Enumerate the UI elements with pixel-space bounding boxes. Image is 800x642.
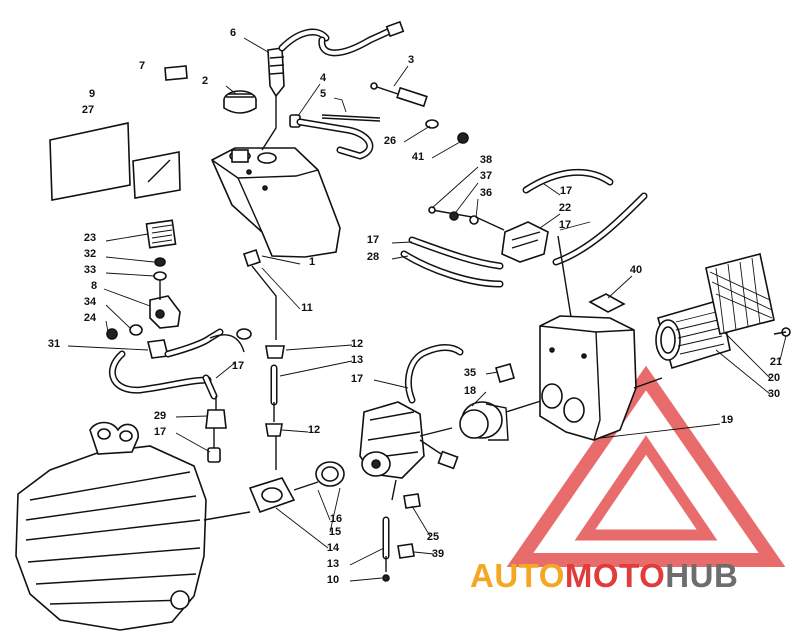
callout-c6: 6	[230, 27, 236, 39]
label-7	[164, 65, 188, 81]
callout-c37: 37	[480, 170, 492, 182]
decal-27	[132, 151, 181, 199]
callout-c28: 28	[367, 251, 379, 263]
primer-assembly	[261, 20, 405, 151]
decal-40	[588, 293, 626, 313]
callout-c12a: 12	[351, 338, 363, 350]
watermark-logo	[506, 365, 786, 567]
watermark-part-auto: AUTO	[470, 557, 565, 594]
callout-c20: 20	[768, 372, 780, 384]
carburetor	[359, 401, 459, 501]
callout-c40: 40	[630, 264, 642, 276]
watermark-triangle-inner	[574, 435, 718, 541]
callout-c15: 15	[329, 526, 341, 538]
callout-c17a: 17	[560, 185, 572, 197]
callout-c39: 39	[432, 548, 444, 560]
carb-boot	[459, 363, 515, 441]
bolt-hardware-3	[370, 82, 469, 144]
tank-outlet-line	[242, 248, 285, 470]
callout-c29: 29	[154, 410, 166, 422]
intake-flange	[248, 461, 345, 514]
callout-c16: 16	[330, 513, 342, 525]
callout-c32: 32	[84, 248, 96, 260]
callout-c27: 27	[82, 104, 94, 116]
fuel-tank	[210, 147, 341, 258]
fuel-pump	[428, 206, 549, 263]
watermark-text: AUTOMOTOHUB	[470, 557, 738, 594]
callout-c26: 26	[384, 135, 396, 147]
callout-c17d: 17	[232, 360, 244, 372]
callout-c30: 30	[768, 388, 780, 400]
fuel-pump-hoses	[400, 168, 648, 288]
watermark-part-hub: HUB	[665, 557, 738, 594]
carb-fittings	[397, 493, 421, 559]
callout-c17b: 17	[559, 219, 571, 231]
callout-c13a: 13	[351, 354, 363, 366]
callout-c31: 31	[48, 338, 60, 350]
watermark-part-moto: MOTO	[565, 557, 665, 594]
callout-c18: 18	[464, 385, 476, 397]
callout-c10: 10	[327, 574, 339, 586]
gas-cap	[223, 90, 257, 114]
callout-c19: 19	[721, 414, 733, 426]
callout-c17c: 17	[367, 234, 379, 246]
callout-c41: 41	[412, 151, 424, 163]
callout-c12b: 12	[308, 424, 320, 436]
callout-c35: 35	[464, 367, 476, 379]
lower-fuel-line	[382, 516, 390, 582]
callout-c8: 8	[91, 280, 97, 292]
engine-block	[15, 421, 251, 631]
callout-c2: 2	[202, 75, 208, 87]
callout-c38: 38	[480, 154, 492, 166]
callout-c9: 9	[89, 88, 95, 100]
watermark-triangle-outer	[506, 365, 786, 567]
callout-c4: 4	[320, 72, 327, 84]
callout-c22: 22	[559, 202, 571, 214]
callout-c3: 3	[408, 54, 414, 66]
callout-c25: 25	[427, 531, 439, 543]
callout-c17e: 17	[351, 373, 363, 385]
callout-c24: 24	[84, 312, 97, 324]
callout-c7: 7	[139, 60, 145, 72]
vent-line	[289, 114, 381, 160]
callout-c36: 36	[480, 187, 492, 199]
inline-fuel-filter	[205, 396, 227, 463]
callout-c34: 34	[84, 296, 97, 308]
air-silencer	[539, 315, 637, 441]
callout-c23: 23	[84, 232, 96, 244]
callout-c13b: 13	[327, 558, 339, 570]
intake-screen	[655, 253, 791, 370]
decal-9	[49, 122, 131, 201]
callout-c21: 21	[770, 356, 782, 368]
callout-c17f: 17	[154, 426, 166, 438]
callout-c1: 1	[309, 256, 315, 268]
fuel-filter-bracket	[106, 219, 181, 359]
left-fuel-hoses	[108, 328, 252, 400]
callout-c14: 14	[327, 542, 340, 554]
callout-c33: 33	[84, 264, 96, 276]
callout-c11: 11	[301, 302, 313, 314]
callout-c5: 5	[320, 88, 326, 100]
